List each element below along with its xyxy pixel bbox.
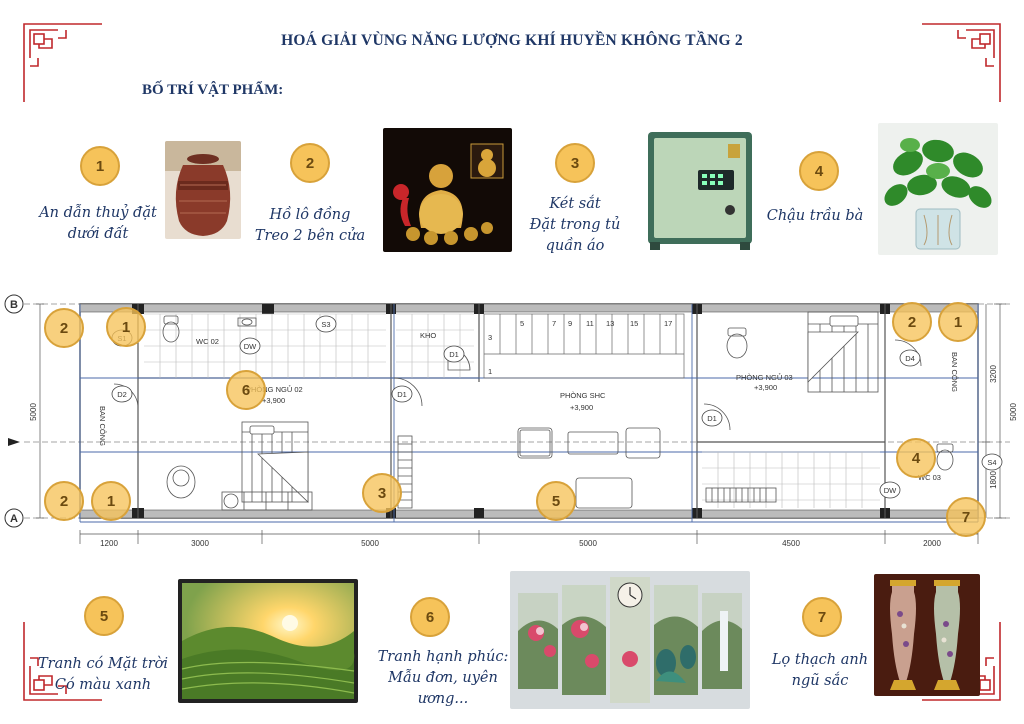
room-wc02: WC 02 — [196, 337, 219, 346]
room-bedroom03-level: +3,900 — [754, 383, 777, 392]
item-caption-1: An dẫn thuỷ đặt dưới đất — [39, 205, 157, 242]
safe-box-image — [640, 126, 760, 256]
stair-step-7: 7 — [552, 319, 556, 328]
dim-bottom-3: 5000 — [361, 539, 379, 548]
room-bedroom02: PHÒNG NGỦ 02 — [246, 385, 303, 394]
stair-step-15: 15 — [630, 319, 638, 328]
room-bedroom03: PHÒNG NGỦ 03 — [736, 373, 793, 382]
plan-marker-2-balcony-bottom-left: 2 — [44, 481, 84, 521]
room-shc-level: +3,900 — [570, 403, 593, 412]
door-tag-d1-shc: D1 — [397, 390, 407, 399]
item-badge-5: 5 — [84, 596, 124, 636]
right-dimension-lower: 1800 — [989, 471, 998, 489]
stair-step-5: 5 — [520, 319, 524, 328]
axis-a-label: A — [10, 513, 18, 525]
floor-plan: B A 5000 5000 3200 1800 — [4, 294, 1018, 548]
plan-marker-2-balcony-right: 2 — [892, 302, 932, 342]
door-tag-d2: D2 — [117, 390, 127, 399]
stair-step-9: 9 — [568, 319, 572, 328]
crystal-vase-image — [874, 574, 980, 696]
axis-b-label: B — [10, 299, 18, 311]
stair-step-1: 1 — [488, 367, 492, 376]
stair-step-13: 13 — [606, 319, 614, 328]
dim-bottom-2: 3000 — [191, 539, 209, 548]
door-tag-d4: D4 — [905, 354, 915, 363]
item-badge-6: 6 — [410, 597, 450, 637]
plan-marker-3-wardrobe: 3 — [362, 473, 402, 513]
item-caption-4: Chậu trầu bà — [766, 208, 864, 224]
dim-bottom-5: 4500 — [782, 539, 800, 548]
item-badge-1: 1 — [80, 146, 120, 186]
axis-marker-b: B — [4, 294, 24, 314]
door-tag-d1-kho: D1 — [449, 350, 459, 359]
item-caption-5: Tranh có Mặt trời Có màu xanh — [37, 656, 169, 693]
room-balcony-right: BAN CÔNG — [950, 352, 959, 392]
item-badge-4: 4 — [799, 151, 839, 191]
right-dimension-upper: 3200 — [989, 365, 998, 383]
room-wc03: WC 03 — [918, 473, 941, 482]
stair-step-17: 17 — [664, 319, 672, 328]
door-tag-dw-wc02: DW — [244, 342, 257, 351]
plan-marker-6-bedroom02: 6 — [226, 370, 266, 410]
plan-marker-1-balcony-bottom-left: 1 — [91, 481, 131, 521]
plan-marker-1-balcony-right: 1 — [938, 302, 978, 342]
item-caption-2: Hồ lô đồng Treo 2 bên cửa — [254, 207, 366, 244]
peony-peacock-painting — [510, 571, 750, 709]
left-dimension: 5000 — [29, 403, 38, 421]
item-caption-7: Lọ thạch anh ngũ sắc — [771, 652, 869, 689]
room-balcony-left: BAN CÔNG — [98, 406, 107, 446]
door-tag-d1-bedroom03: D1 — [707, 414, 717, 423]
item-caption-3: Két sắt Đặt trong tủ quần áo — [529, 196, 621, 254]
stair-step-3: 3 — [488, 333, 492, 342]
dim-bottom-1: 1200 — [100, 539, 118, 548]
corner-ornament-top-left — [23, 23, 102, 102]
room-kho: KHO — [420, 331, 436, 340]
corner-ornament-bottom-left — [23, 622, 102, 701]
plan-marker-7-corner: 7 — [946, 497, 986, 537]
brass-gourd-image — [383, 128, 512, 252]
room-shc: PHÒNG SHC — [560, 391, 606, 400]
door-tag-dw-wc03: DW — [884, 486, 897, 495]
item-caption-6: Tranh hạnh phúc: Mẫu đơn, uyên ương... — [377, 649, 509, 707]
plan-marker-2-balcony-top-left: 2 — [44, 308, 84, 348]
plan-marker-5-shc: 5 — [536, 481, 576, 521]
page-title: HOÁ GIẢI VÙNG NĂNG LƯỢNG KHÍ HUYỀN KHÔNG… — [281, 32, 743, 49]
water-jar-image — [165, 141, 241, 239]
dim-bottom-6: 2000 — [923, 539, 941, 548]
item-badge-2: 2 — [290, 143, 330, 183]
plan-marker-1-balcony-top-left: 1 — [106, 307, 146, 347]
plan-marker-4-wc03: 4 — [896, 438, 936, 478]
corner-ornament-top-right — [922, 23, 1001, 102]
stair-step-11: 11 — [586, 319, 594, 328]
axis-marker-a: A — [4, 508, 24, 528]
dim-bottom-4: 5000 — [579, 539, 597, 548]
section-subtitle: BỐ TRÍ VẬT PHẨM: — [142, 82, 284, 98]
item-badge-7: 7 — [802, 597, 842, 637]
item-badge-3: 3 — [555, 143, 595, 183]
sun-landscape-painting — [178, 579, 358, 703]
right-dimension-total: 5000 — [1009, 403, 1018, 421]
window-tag-s3: S3 — [321, 320, 330, 329]
pothos-plant-image — [878, 123, 998, 255]
room-bedroom02-level: +3,900 — [262, 396, 285, 405]
window-tag-s4: S4 — [987, 458, 996, 467]
